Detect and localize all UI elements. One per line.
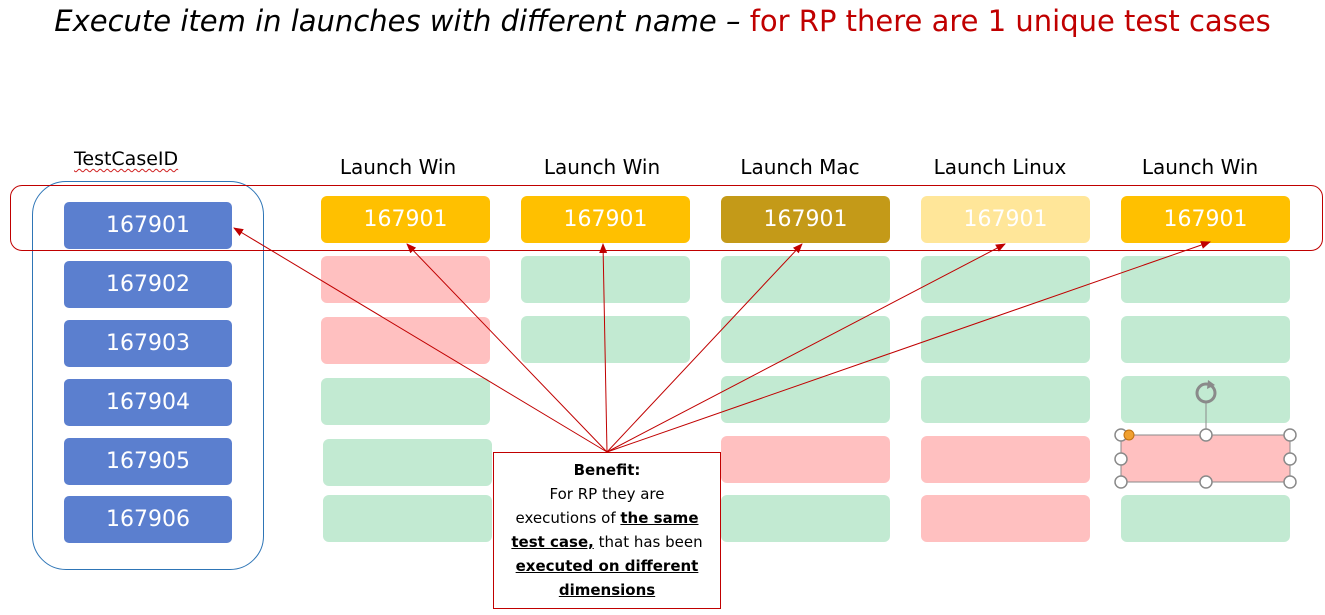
benefit-line: dimensions [494, 578, 720, 602]
launch-item-passed [721, 256, 890, 303]
benefit-line: executed on different [494, 554, 720, 578]
launch-item-failed [321, 256, 490, 303]
launch-item-failed [921, 436, 1090, 483]
highlighted-row-frame [10, 185, 1323, 251]
launch-item-passed [323, 439, 492, 486]
launch-item-passed [921, 376, 1090, 423]
slide-title: Execute item in launches with different … [0, 4, 1325, 38]
arrow-to-launch-item [599, 243, 608, 453]
launch-item-failed [721, 436, 890, 483]
launch-label: Launch Win [339, 155, 457, 179]
selection-outline [1120, 434, 1291, 483]
title-lead: Execute item in launches with different … [54, 4, 750, 38]
launch-item-highlighted: 167901 [721, 196, 890, 243]
launch-item-passed [921, 316, 1090, 363]
test-case-id-box: 167903 [64, 320, 232, 367]
launch-item-passed [721, 376, 890, 423]
benefit-emphasis: test case, [511, 533, 594, 551]
benefit-line: test case, that has been [494, 530, 720, 554]
launch-label: Launch Win [1141, 155, 1259, 179]
test-case-id-box: 167906 [64, 496, 232, 543]
rotate-handle-icon[interactable] [1195, 380, 1217, 404]
test-case-id-box: 167905 [64, 438, 232, 485]
launch-item-failed-selected[interactable] [1121, 435, 1290, 482]
benefit-line: For RP they are [549, 485, 665, 503]
test-case-id-box: 167904 [64, 379, 232, 426]
test-case-id-box: 167901 [64, 202, 232, 249]
adjustment-handle[interactable] [1123, 429, 1135, 441]
launch-item-passed [323, 495, 492, 542]
arrow-to-testcase-id [233, 227, 608, 453]
arrow-to-launch-item [606, 243, 803, 453]
launch-item-passed [921, 256, 1090, 303]
launch-item-highlighted: 167901 [1121, 196, 1290, 243]
launch-item-passed [1121, 316, 1290, 363]
launch-item-passed [521, 256, 690, 303]
benefit-emphasis: the same [620, 509, 699, 527]
benefit-heading: Benefit: [573, 461, 641, 479]
benefit-text: executions of [515, 509, 621, 527]
resize-handle[interactable] [1114, 452, 1128, 466]
benefit-callout: Benefit: For RP they are executions of t… [493, 452, 721, 609]
launch-item-highlighted: 167901 [921, 196, 1090, 243]
launch-item-highlighted: 167901 [521, 196, 690, 243]
launch-item-failed [321, 317, 490, 364]
benefit-emphasis: dimensions [558, 581, 656, 599]
launch-item-failed [921, 495, 1090, 542]
launch-label: Launch Mac [740, 155, 860, 179]
resize-handle[interactable] [1283, 428, 1297, 442]
arrow-to-launch-item [406, 243, 608, 453]
benefit-line: executions of the same [494, 506, 720, 530]
arrow-to-launch-item [606, 241, 1211, 453]
launch-item-passed [321, 378, 490, 425]
launch-item-passed [721, 316, 890, 363]
resize-handle[interactable] [1283, 475, 1297, 489]
title-accent: for RP there are 1 unique test cases [749, 4, 1271, 38]
launch-label: Launch Win [543, 155, 661, 179]
launch-label: Launch Linux [933, 155, 1067, 179]
arrow-to-launch-item [606, 243, 1006, 453]
resize-handle[interactable] [1199, 428, 1213, 442]
resize-handle[interactable] [1199, 475, 1213, 489]
launch-item-passed [721, 495, 890, 542]
selection-handles[interactable] [1114, 380, 1297, 489]
test-case-id-label: TestCaseID [74, 148, 179, 170]
benefit-emphasis: executed on different [515, 557, 699, 575]
test-case-id-box: 167902 [64, 261, 232, 308]
benefit-text: that has been [593, 533, 703, 551]
launch-item-highlighted: 167901 [321, 196, 490, 243]
launch-item-passed [1121, 495, 1290, 542]
launch-item-passed [1121, 256, 1290, 303]
resize-handle[interactable] [1114, 475, 1128, 489]
resize-handle[interactable] [1283, 452, 1297, 466]
test-case-id-frame [32, 181, 264, 570]
